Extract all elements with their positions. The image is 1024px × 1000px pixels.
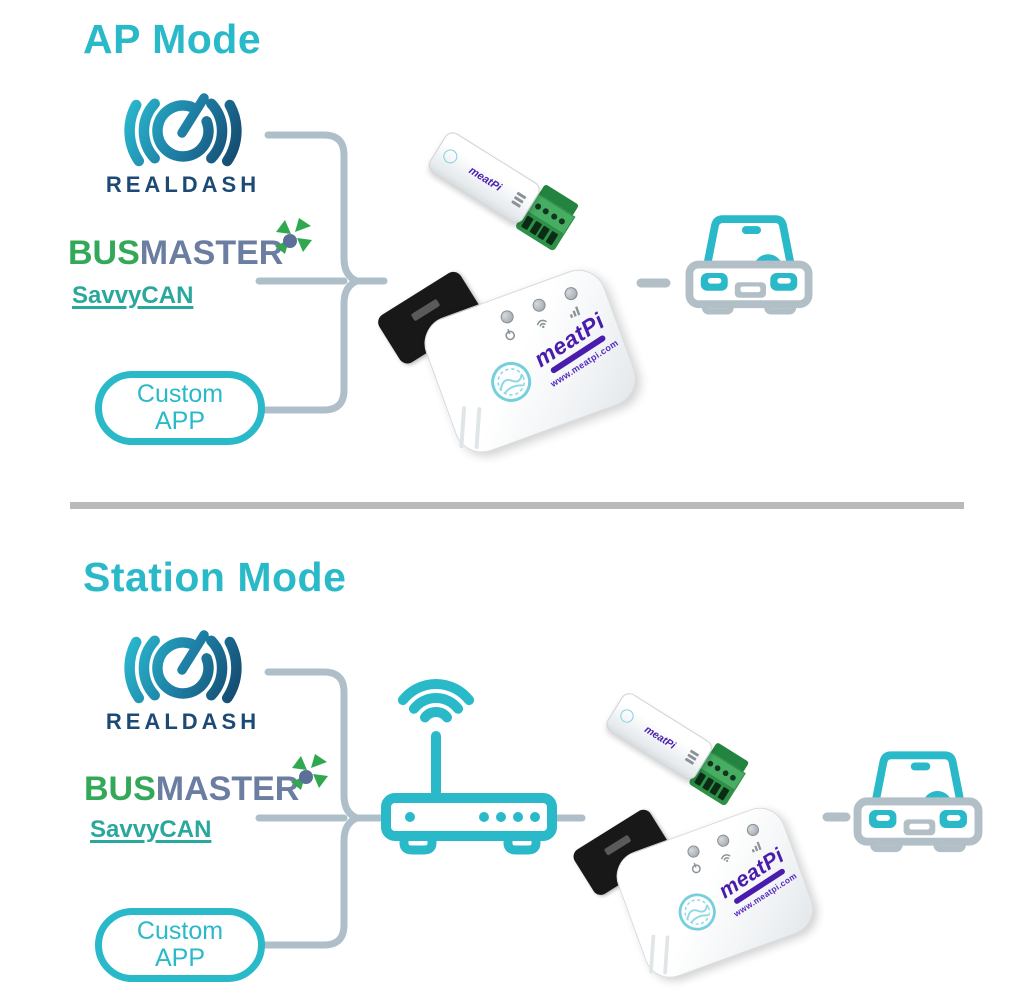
wifi-router-icon xyxy=(381,679,557,855)
station-brace-bottom xyxy=(262,814,361,949)
ap-brace-bottom xyxy=(262,277,361,414)
power-icon xyxy=(691,862,701,874)
busmaster-bus-label: BUS xyxy=(68,234,140,272)
cellular-icon xyxy=(569,306,581,318)
savvycan-label: SavvyCAN xyxy=(72,282,194,309)
busmaster-logo: BUSMASTER xyxy=(84,754,329,809)
usb-device-body: meatPi xyxy=(603,689,716,783)
meatpi-emblem-icon xyxy=(491,361,532,402)
realdash-logo: REALDASH xyxy=(88,84,278,198)
meatpi-emblem-icon xyxy=(678,893,716,931)
busmaster-pinwheel-icon xyxy=(275,218,313,254)
busmaster-bus-label: BUS xyxy=(84,770,156,808)
realdash-logo: REALDASH xyxy=(88,621,278,735)
usb-device-body: meatPi xyxy=(425,128,544,227)
obd-device-body: meatPi www.meatpi.com xyxy=(609,800,821,985)
station-brace-top xyxy=(264,668,361,822)
savvycan-label: SavvyCAN xyxy=(90,816,212,843)
station-mode-title: Station Mode xyxy=(83,554,347,600)
custom-app-line1: Custom xyxy=(136,379,224,408)
cellular-icon xyxy=(751,841,762,853)
busmaster-master-label: MASTER xyxy=(139,234,284,272)
ap-mode-title: AP Mode xyxy=(83,16,262,62)
ap-brace-top xyxy=(264,131,361,285)
wifi-icon xyxy=(536,319,547,329)
car-icon xyxy=(685,215,813,315)
busmaster-master-label: MASTER xyxy=(155,770,300,808)
realdash-gauge-icon xyxy=(124,93,242,167)
custom-app-pill: Custom APP xyxy=(95,908,265,982)
usb-brand-label: meatPi xyxy=(642,723,678,752)
section-divider xyxy=(70,502,964,509)
custom-app-line1: Custom xyxy=(136,916,224,945)
busmaster-logo: BUSMASTER xyxy=(68,218,313,273)
power-icon xyxy=(505,329,516,341)
realdash-gauge-icon xyxy=(124,630,242,704)
custom-app-line2: APP xyxy=(154,944,206,972)
realdash-label: REALDASH xyxy=(105,172,261,197)
obd-adapter-image: meatPi www.meatpi.com xyxy=(374,261,644,461)
obd-adapter-image: meatPi www.meatpi.com xyxy=(570,796,821,985)
obd-device-body: meatPi www.meatpi.com xyxy=(416,261,644,461)
custom-app-pill: Custom APP xyxy=(95,371,265,445)
realdash-label: REALDASH xyxy=(105,709,261,734)
usb-brand-label: meatPi xyxy=(466,164,504,194)
usb-can-adapter-image: meatPi xyxy=(424,128,584,256)
busmaster-pinwheel-icon xyxy=(291,754,329,790)
custom-app-line2: APP xyxy=(154,407,206,435)
wifi-icon xyxy=(721,854,731,862)
car-icon xyxy=(853,751,983,853)
